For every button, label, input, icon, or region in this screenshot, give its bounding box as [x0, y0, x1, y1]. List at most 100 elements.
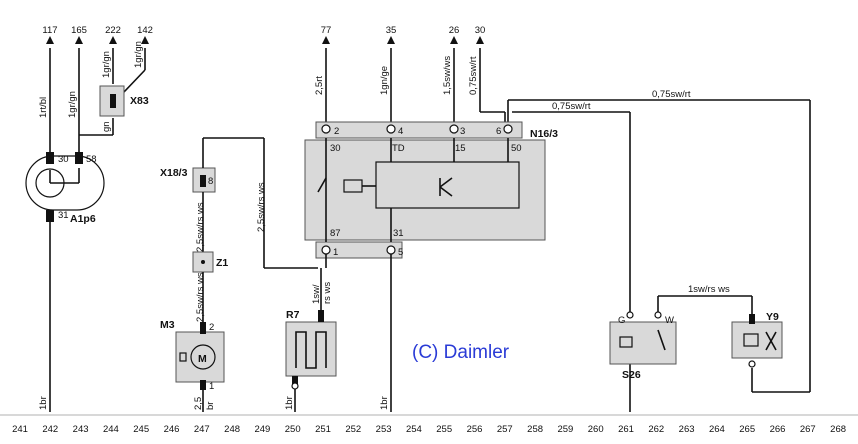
ruler-number: 263 [679, 424, 695, 435]
wire-label: 2,5 [193, 397, 204, 410]
wire-label: 1,5sw/ws [442, 56, 453, 95]
watermark: (C) Daimler [412, 342, 510, 363]
component-r7: R7 [285, 268, 337, 412]
top-number: 222 [105, 25, 121, 36]
wire-label: 0,75sw/rt [468, 56, 479, 95]
component-label: S26 [622, 369, 641, 381]
pin-label: 30 [330, 143, 341, 154]
top-number: 77 [321, 25, 332, 36]
component-label: Z1 [216, 257, 228, 269]
ruler-number: 249 [254, 424, 270, 435]
pin-label: 4 [398, 126, 403, 137]
pin-label: 8 [208, 176, 213, 187]
pin-label: W [665, 315, 674, 326]
component-x18-3: 8 X18/3 [160, 137, 318, 269]
component-s26: G W S26 [609, 311, 677, 381]
ruler-number: 252 [345, 424, 361, 435]
pin-label: 1 [333, 247, 338, 258]
wire-label: 0,75sw/rt [652, 89, 691, 100]
pin-label: 50 [511, 143, 522, 154]
pin-label: 30 [58, 154, 69, 165]
ruler-number: 264 [709, 424, 725, 435]
top-number: 165 [71, 25, 87, 36]
top-number: 30 [475, 25, 486, 36]
component-label: X83 [130, 95, 149, 107]
component-label: X18/3 [160, 167, 188, 179]
wire-label: rs ws [322, 282, 333, 304]
ruler-number: 260 [588, 424, 604, 435]
motor-symbol: M [198, 353, 207, 365]
pin-label: 2 [209, 322, 214, 333]
top-number: 26 [449, 25, 460, 36]
ruler-number: 258 [527, 424, 543, 435]
ruler-number: 257 [497, 424, 513, 435]
pin-label: 87 [330, 228, 341, 239]
wire-label: 1br [284, 396, 295, 410]
ruler-number: 244 [103, 424, 119, 435]
ruler-number: 241 [12, 424, 28, 435]
wire-label: 1gr/gn [67, 91, 78, 118]
ruler-number: 242 [42, 424, 58, 435]
wire-label: 1sw/ [311, 284, 322, 304]
wire-label: 0,75sw/rt [552, 101, 591, 112]
wire-label: 2,5sw/rs ws [195, 272, 206, 322]
component-label: N16/3 [530, 128, 558, 140]
pin-label: 6 [496, 126, 501, 137]
ruler-number: 259 [557, 424, 573, 435]
wire-labels: 1rt/bl 1gr/gn 1gr/gn 1gr/gn gn 2,5rt 1gn… [38, 41, 730, 410]
pin-label: 31 [393, 228, 404, 239]
pin-label: 15 [455, 143, 466, 154]
ruler-number: 246 [164, 424, 180, 435]
pin-label: TD [392, 143, 405, 154]
ruler-number: 267 [800, 424, 816, 435]
ruler-number: 247 [194, 424, 210, 435]
wire-label: 2,5sw/rs ws [256, 182, 267, 232]
wire-label: 1rt/bl [38, 97, 49, 118]
wire-label: 1gn/ge [379, 66, 390, 95]
pin-label: G [618, 315, 625, 326]
ruler-number: 268 [830, 424, 846, 435]
component-m3: M 2 1 M3 [160, 319, 225, 412]
ruler-number: 265 [739, 424, 755, 435]
ruler-number: 261 [618, 424, 634, 435]
ruler-number: 256 [467, 424, 483, 435]
component-label: Y9 [766, 311, 779, 323]
wire-label: 1br [379, 396, 390, 410]
pin-label: 31 [58, 210, 69, 221]
ruler-number: 248 [224, 424, 240, 435]
pin-label: 5 [398, 247, 403, 258]
wire-label: 1gr/gn [101, 51, 112, 78]
top-number: 35 [386, 25, 397, 36]
wire-label: 2,5sw/rs ws [195, 202, 206, 252]
ruler-number: 251 [315, 424, 331, 435]
ruler-number: 253 [376, 424, 392, 435]
ruler-number: 255 [436, 424, 452, 435]
pin-label: 58 [86, 154, 97, 165]
wire-label: 1gr/gn [133, 41, 144, 68]
component-label: M3 [160, 319, 175, 331]
pin-label: 1 [209, 381, 214, 392]
ruler-number: 245 [133, 424, 149, 435]
wire-label: 2,5rt [314, 76, 325, 95]
wire-label: gn [101, 121, 112, 132]
component-label: A1p6 [70, 213, 96, 225]
component-y9: Y9 [731, 311, 783, 368]
component-n16-3: 2 4 3 6 30 TD 15 50 87 31 1 5 N16/3 [304, 121, 558, 412]
pin-label: 3 [460, 126, 465, 137]
ruler-number: 243 [73, 424, 89, 435]
ruler-number: 254 [406, 424, 422, 435]
ruler-number: 266 [770, 424, 786, 435]
wire-label: 1sw/rs ws [688, 284, 730, 295]
ruler-number: 262 [648, 424, 664, 435]
wire-label: br [205, 402, 216, 410]
component-label: R7 [286, 309, 300, 321]
wire-label: 1br [38, 396, 49, 410]
top-number: 117 [42, 25, 57, 36]
bottom-ruler: 241 242 243 244 245 246 247 248 249 250 251 252 253 2… [0, 414, 858, 435]
component-a1p6: 30 58 31 A1p6 [25, 152, 105, 412]
pin-label: 2 [334, 126, 339, 137]
ruler-number: 250 [285, 424, 301, 435]
top-number: 142 [137, 25, 153, 36]
